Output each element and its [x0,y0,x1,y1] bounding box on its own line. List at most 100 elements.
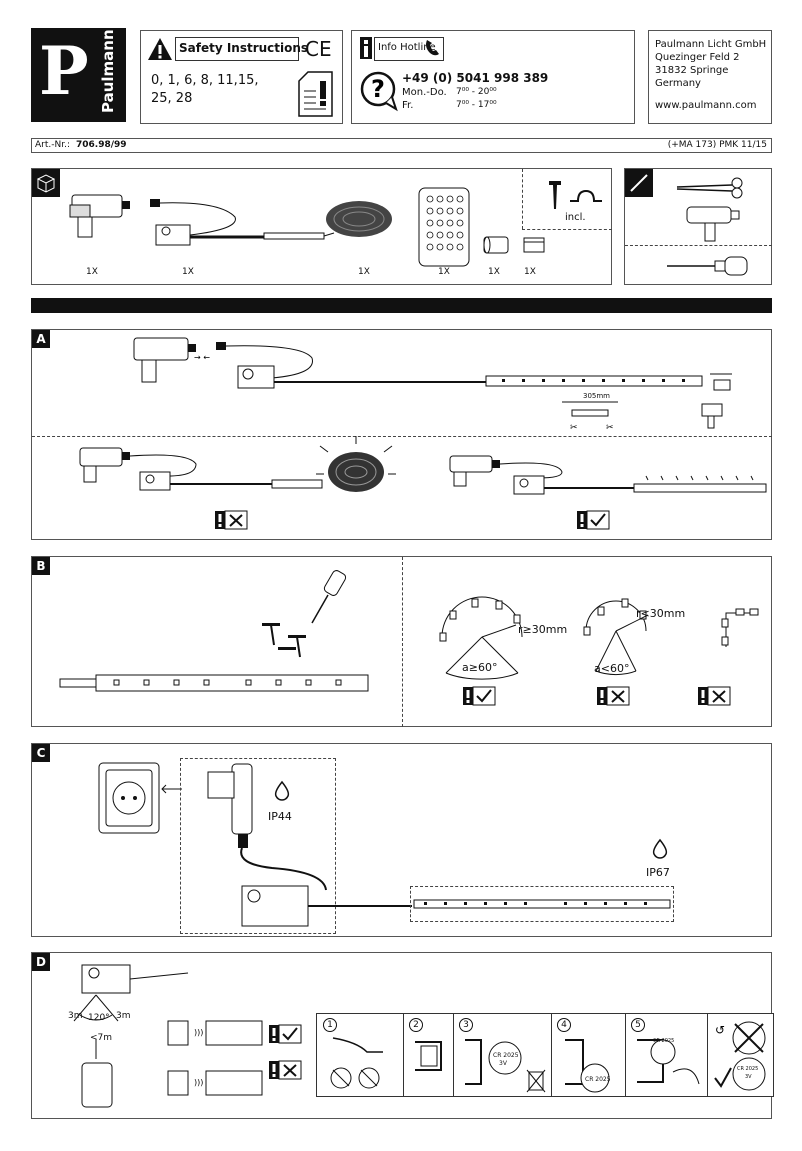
allowed-icon [577,510,610,530]
step-4-number: 4 [557,1018,571,1032]
ip67-strip-icon [413,899,671,909]
safety-title: Safety Instructions [179,41,309,55]
logo-letter: P [39,32,89,110]
address-website: www.paulmann.com [655,100,757,111]
radius-ok: r≥30mm [518,623,568,636]
battery-type-6: CR 2025 [737,1066,759,1072]
led-strip-icon [263,201,392,240]
ip67-label: IP67 [646,866,670,879]
address-country: Germany [655,78,701,89]
address-company: Paulmann Licht GmbH [655,39,767,50]
mounting-diagram [59,570,369,692]
logo-brand: Paulmann [99,29,117,113]
step-2-number: 2 [409,1018,423,1032]
qty-remote: 1X [438,267,450,277]
scissors-icon [676,177,743,199]
radius-bad: r<30mm [636,607,686,620]
end-cap-icon [523,237,545,253]
screwdriver-tool-icon [625,169,653,197]
controller-icon [150,199,268,246]
section-b: B r≥30mm a≥60° r<30mm a<60° [31,556,772,727]
svg-text:↺: ↺ [715,1023,725,1037]
question-icon: ? [360,71,398,112]
battery-voltage-3: 3V [499,1060,507,1067]
svg-text:→ ←: → ← [194,353,210,362]
section-c: C IP44 IP67 [31,743,772,937]
safety-box: Safety Instructions CE 0, 1, 6, 8, 11,15… [140,30,343,124]
not-allowed-icon [215,510,248,530]
battery-close-icon [637,1039,700,1085]
heat-gun-icon [686,206,740,242]
svg-text:))): ))) [194,1078,203,1087]
plug-adapter-icon [207,763,253,848]
power-adapter-icon [69,194,130,238]
artnr-value: 706.98/99 [76,140,127,150]
connector-tube-icon [483,236,509,254]
svg-text:✂: ✂ [606,423,614,433]
step-5-number: 5 [631,1018,645,1032]
box-icon [32,169,60,197]
address-city: 31832 Springe [655,65,729,76]
info-icon [360,37,372,59]
address-box: Paulmann Licht GmbH Quezinger Feld 2 318… [648,30,772,124]
battery-type-4: CR 2025 [585,1076,611,1083]
remote-range-diagram [73,964,189,1108]
warning-icon [148,38,172,60]
section-a: A → ← ✂ ✂ 305mm [31,329,772,540]
allowed-icon [463,686,496,706]
range-left: 3m [68,1011,83,1021]
svg-text:?: ? [371,75,385,103]
water-drop-icon [652,838,668,859]
safety-languages-1: 0, 1, 6, 8, 11,15, [151,73,259,88]
remote-control-icon [418,187,470,267]
ce-mark: CE [305,37,332,61]
cut-dimension: 305mm [583,392,610,400]
incl-label: incl. [565,212,586,223]
battery-remove-icon [465,1039,546,1093]
qty-tube: 1X [488,267,500,277]
step-3-number: 3 [459,1018,473,1032]
cutting-diagram: → ← ✂ ✂ [133,337,732,433]
receiver-orientation-diagram: ))) ))) [167,1020,263,1096]
range-angle: 120° [88,1013,110,1023]
ip44-label: IP44 [268,810,292,823]
battery-type-5: CR 2025 [653,1038,675,1044]
not-allowed-icon [269,1060,302,1080]
arrow-icon [161,784,182,794]
not-allowed-icon [597,686,630,706]
screwdriver-icon [667,256,748,276]
paulmann-logo: P Paulmann [31,28,126,122]
hotline-title: Info Hotline [378,42,436,53]
range-right: 3m [116,1011,131,1021]
svg-text:✂: ✂ [570,423,578,433]
artnr-version: (+MA 173) PMK 11/15 [667,140,767,150]
battery-orientation-icon: ↺ [714,1021,766,1091]
hotline-box: Info Hotline ? +49 (0) 5041 998 389 Mon.… [351,30,635,124]
battery-type-3: CR 2025 [493,1052,519,1059]
battery-steps-panel: 1 2 3 4 5 CR 2025 3V CR 2025 [316,1013,774,1097]
qty-cap: 1X [524,267,536,277]
phone-icon [426,40,439,56]
step-1-number: 1 [323,1018,337,1032]
qty-adapter: 1X [86,267,98,277]
section-b-label: B [32,557,50,575]
hotline-days-1: Mon.-Do. [402,87,447,98]
tools-box [624,168,772,285]
battery-insert-icon [565,1039,610,1093]
wall-socket-icon [98,762,160,834]
hotline-days-2: Fr. [402,100,414,111]
finger-press-icon [330,1037,383,1089]
not-allowed-icon [698,686,731,706]
safety-languages-2: 25, 28 [151,91,193,106]
section-a-label: A [32,330,50,348]
document-warning-icon [298,71,333,117]
angle-ok: a≥60° [462,661,498,674]
address-street: Quezinger Feld 2 [655,52,740,63]
hotline-hours-1: 7⁰⁰ - 20⁰⁰ [456,87,497,97]
screw-icon [549,181,561,209]
unrolled-strip-diagram [449,455,767,495]
battery-voltage-6: 3V [745,1074,752,1080]
hotline-hours-2: 7⁰⁰ - 17⁰⁰ [456,100,497,110]
package-contents-box: 1X 1X 1X 1X 1X 1X [31,168,612,285]
divider-bar [31,298,772,313]
